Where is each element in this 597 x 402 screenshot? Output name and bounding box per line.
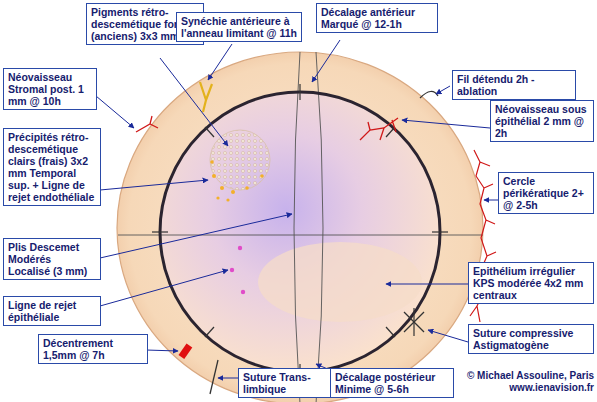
callout-text: Synéchie antérieure à l'anneau limitant …: [181, 15, 297, 39]
suture: [210, 360, 218, 394]
callout-text: Décentrement 1,5mm @ 7h: [43, 337, 143, 361]
callout-box: Plis Descemet Modérés Localisé (3 mm): [3, 238, 101, 280]
cornea: [117, 52, 483, 402]
neovessel: [136, 116, 158, 132]
graft: [160, 92, 440, 372]
callout-text: Précipités rétro-descemétique clairs (fr…: [8, 131, 96, 203]
callout-box: Fil détendu 2h - ablation: [452, 70, 576, 100]
precipitates: [210, 130, 270, 190]
suture: [420, 91, 438, 98]
callout-text: Suture Trans-limbique: [243, 371, 329, 395]
callout-text: Plis Descemet Modérés Localisé (3 mm): [8, 241, 96, 277]
callout-text: Décalage postérieur Minime @ 5-6h: [335, 371, 449, 395]
epithelium-area: [258, 242, 422, 322]
suture: [404, 308, 424, 336]
callout-box: Décentrement 1,5mm @ 7h: [38, 334, 148, 364]
callout-box: Cercle périkératique 2+ @ 2-5h: [498, 172, 594, 214]
callout-text: Suture compressive Astigmatogène: [473, 327, 589, 351]
callout-box: Décalage antérieur Marqué @ 12-1h: [316, 3, 438, 33]
synechia: [200, 82, 212, 112]
callout-text: Fil détendu 2h - ablation: [457, 73, 571, 97]
callout-box: Décalage postérieur Minime @ 5-6h: [330, 368, 454, 398]
callout-text: Néovaisseau sous épithélial 2 mm @ 2h: [495, 103, 589, 139]
decentration-mark: [179, 344, 193, 359]
leader-line: [96, 40, 498, 378]
graft-border: [160, 92, 440, 372]
callout-text: Cercle périkératique 2+ @ 2-5h: [503, 175, 589, 211]
callout-box: Précipités rétro-descemétique clairs (fr…: [3, 128, 101, 206]
callout-text: Néovaisseau Stromal post. 1 mm @ 10h: [8, 71, 92, 107]
callout-box: Epithélium irrégulier KPS modérée 4x2 mm…: [468, 262, 594, 304]
callout-text: Epithélium irrégulier KPS modérée 4x2 mm…: [473, 265, 589, 301]
callout-box: Suture Trans-limbique: [238, 368, 334, 398]
callout-box: Synéchie antérieure à l'anneau limitant …: [176, 12, 302, 42]
callout-box: Ligne de rejet épithéliale: [3, 296, 101, 326]
neovessel: [360, 118, 398, 140]
callout-box: Néovaisseau sous épithélial 2 mm @ 2h: [490, 100, 594, 142]
callout-text: Décalage antérieur Marqué @ 12-1h: [321, 6, 433, 30]
copyright-note: © Michael Assouline, Paris www.ienavisio…: [458, 370, 596, 393]
callout-box: Néovaisseau Stromal post. 1 mm @ 10h: [3, 68, 97, 110]
callout-box: Suture compressive Astigmatogène: [468, 324, 594, 354]
callout-text: Ligne de rejet épithéliale: [8, 299, 96, 323]
